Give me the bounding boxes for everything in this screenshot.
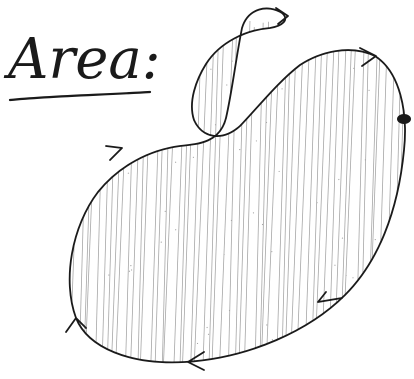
hatch-stroke bbox=[235, 37, 244, 369]
shading-speck bbox=[272, 339, 273, 340]
shading-speck bbox=[116, 100, 117, 101]
shading-speck bbox=[387, 313, 388, 314]
shading-speck bbox=[129, 271, 130, 272]
shading-speck bbox=[197, 343, 198, 344]
shading-speck bbox=[95, 149, 96, 150]
shading-speck bbox=[280, 78, 281, 79]
hatch-stroke bbox=[305, 30, 317, 369]
shading-speck bbox=[350, 348, 351, 349]
shading-speck bbox=[257, 75, 258, 76]
hatch-stroke bbox=[244, 27, 254, 362]
shading-speck bbox=[215, 124, 216, 125]
shading-speck bbox=[233, 105, 234, 106]
shading-speck bbox=[279, 171, 280, 172]
shading-speck bbox=[229, 310, 230, 311]
shading-speck bbox=[281, 88, 282, 89]
shading-speck bbox=[116, 120, 117, 121]
shading-speck bbox=[166, 130, 167, 131]
shading-speck bbox=[342, 238, 343, 239]
hatch-stroke bbox=[282, 38, 290, 361]
shading-speck bbox=[175, 229, 176, 230]
shading-speck bbox=[375, 239, 376, 240]
shading-speck bbox=[353, 68, 354, 69]
hatch-stroke bbox=[334, 28, 347, 368]
heading-underline bbox=[10, 92, 150, 100]
hatch-stroke bbox=[163, 35, 177, 368]
shading-speck bbox=[338, 179, 339, 180]
shading-speck bbox=[207, 327, 208, 328]
hatch-stroke bbox=[162, 25, 171, 368]
shading-speck bbox=[242, 86, 243, 87]
shading-speck bbox=[226, 84, 227, 85]
shading-speck bbox=[193, 157, 194, 158]
hatch-stroke bbox=[368, 30, 378, 360]
shading-speck bbox=[108, 274, 109, 275]
marked-point bbox=[397, 114, 411, 124]
hatch-stroke bbox=[361, 31, 369, 364]
hatch-stroke bbox=[255, 23, 263, 362]
shading-speck bbox=[239, 149, 240, 150]
hatch-stroke bbox=[203, 37, 214, 365]
hatch-stroke bbox=[368, 33, 380, 362]
orientation-arrow-left bbox=[106, 146, 122, 160]
hatch-stroke bbox=[182, 28, 194, 367]
shading-speck bbox=[256, 140, 257, 141]
shading-speck bbox=[161, 242, 162, 243]
shading-speck bbox=[210, 69, 211, 70]
hatch-stroke bbox=[260, 22, 269, 364]
hatch-stroke bbox=[321, 40, 334, 367]
hatch-stroke bbox=[239, 21, 250, 363]
shading-speck bbox=[208, 334, 209, 335]
hatch-stroke bbox=[356, 23, 365, 367]
shading-speck bbox=[165, 211, 166, 212]
shading-speck bbox=[231, 220, 232, 221]
shading-speck bbox=[368, 90, 369, 91]
shading-speck bbox=[192, 67, 193, 68]
hatch-stroke bbox=[328, 22, 339, 370]
shading-speck bbox=[131, 269, 132, 270]
shading-speck bbox=[130, 265, 131, 266]
shading-speck bbox=[232, 60, 233, 61]
heading-area: Area: bbox=[3, 27, 161, 92]
shading-speck bbox=[271, 251, 272, 252]
shading-speck bbox=[262, 224, 263, 225]
hatch-stroke bbox=[311, 39, 321, 369]
shading-speck bbox=[388, 236, 389, 237]
shading-speck bbox=[352, 277, 353, 278]
shading-speck bbox=[223, 254, 224, 255]
hatch-stroke bbox=[340, 29, 352, 369]
hatch-stroke bbox=[261, 28, 274, 360]
hatch-stroke bbox=[229, 21, 237, 361]
hatch-stroke bbox=[290, 28, 303, 366]
shading-speck bbox=[266, 324, 267, 325]
shading-speck bbox=[365, 159, 366, 160]
shading-speck bbox=[345, 275, 346, 276]
shading-speck bbox=[316, 202, 317, 203]
shading-speck bbox=[364, 334, 365, 335]
shading-speck bbox=[105, 161, 106, 162]
shading-speck bbox=[266, 122, 267, 123]
hatch-stroke bbox=[297, 28, 310, 361]
shading-speck bbox=[323, 328, 324, 329]
shading-speck bbox=[334, 265, 335, 266]
shading-speck bbox=[253, 212, 254, 213]
shading-speck bbox=[175, 162, 176, 163]
shading-speck bbox=[128, 173, 129, 174]
shading-speck bbox=[189, 106, 190, 107]
